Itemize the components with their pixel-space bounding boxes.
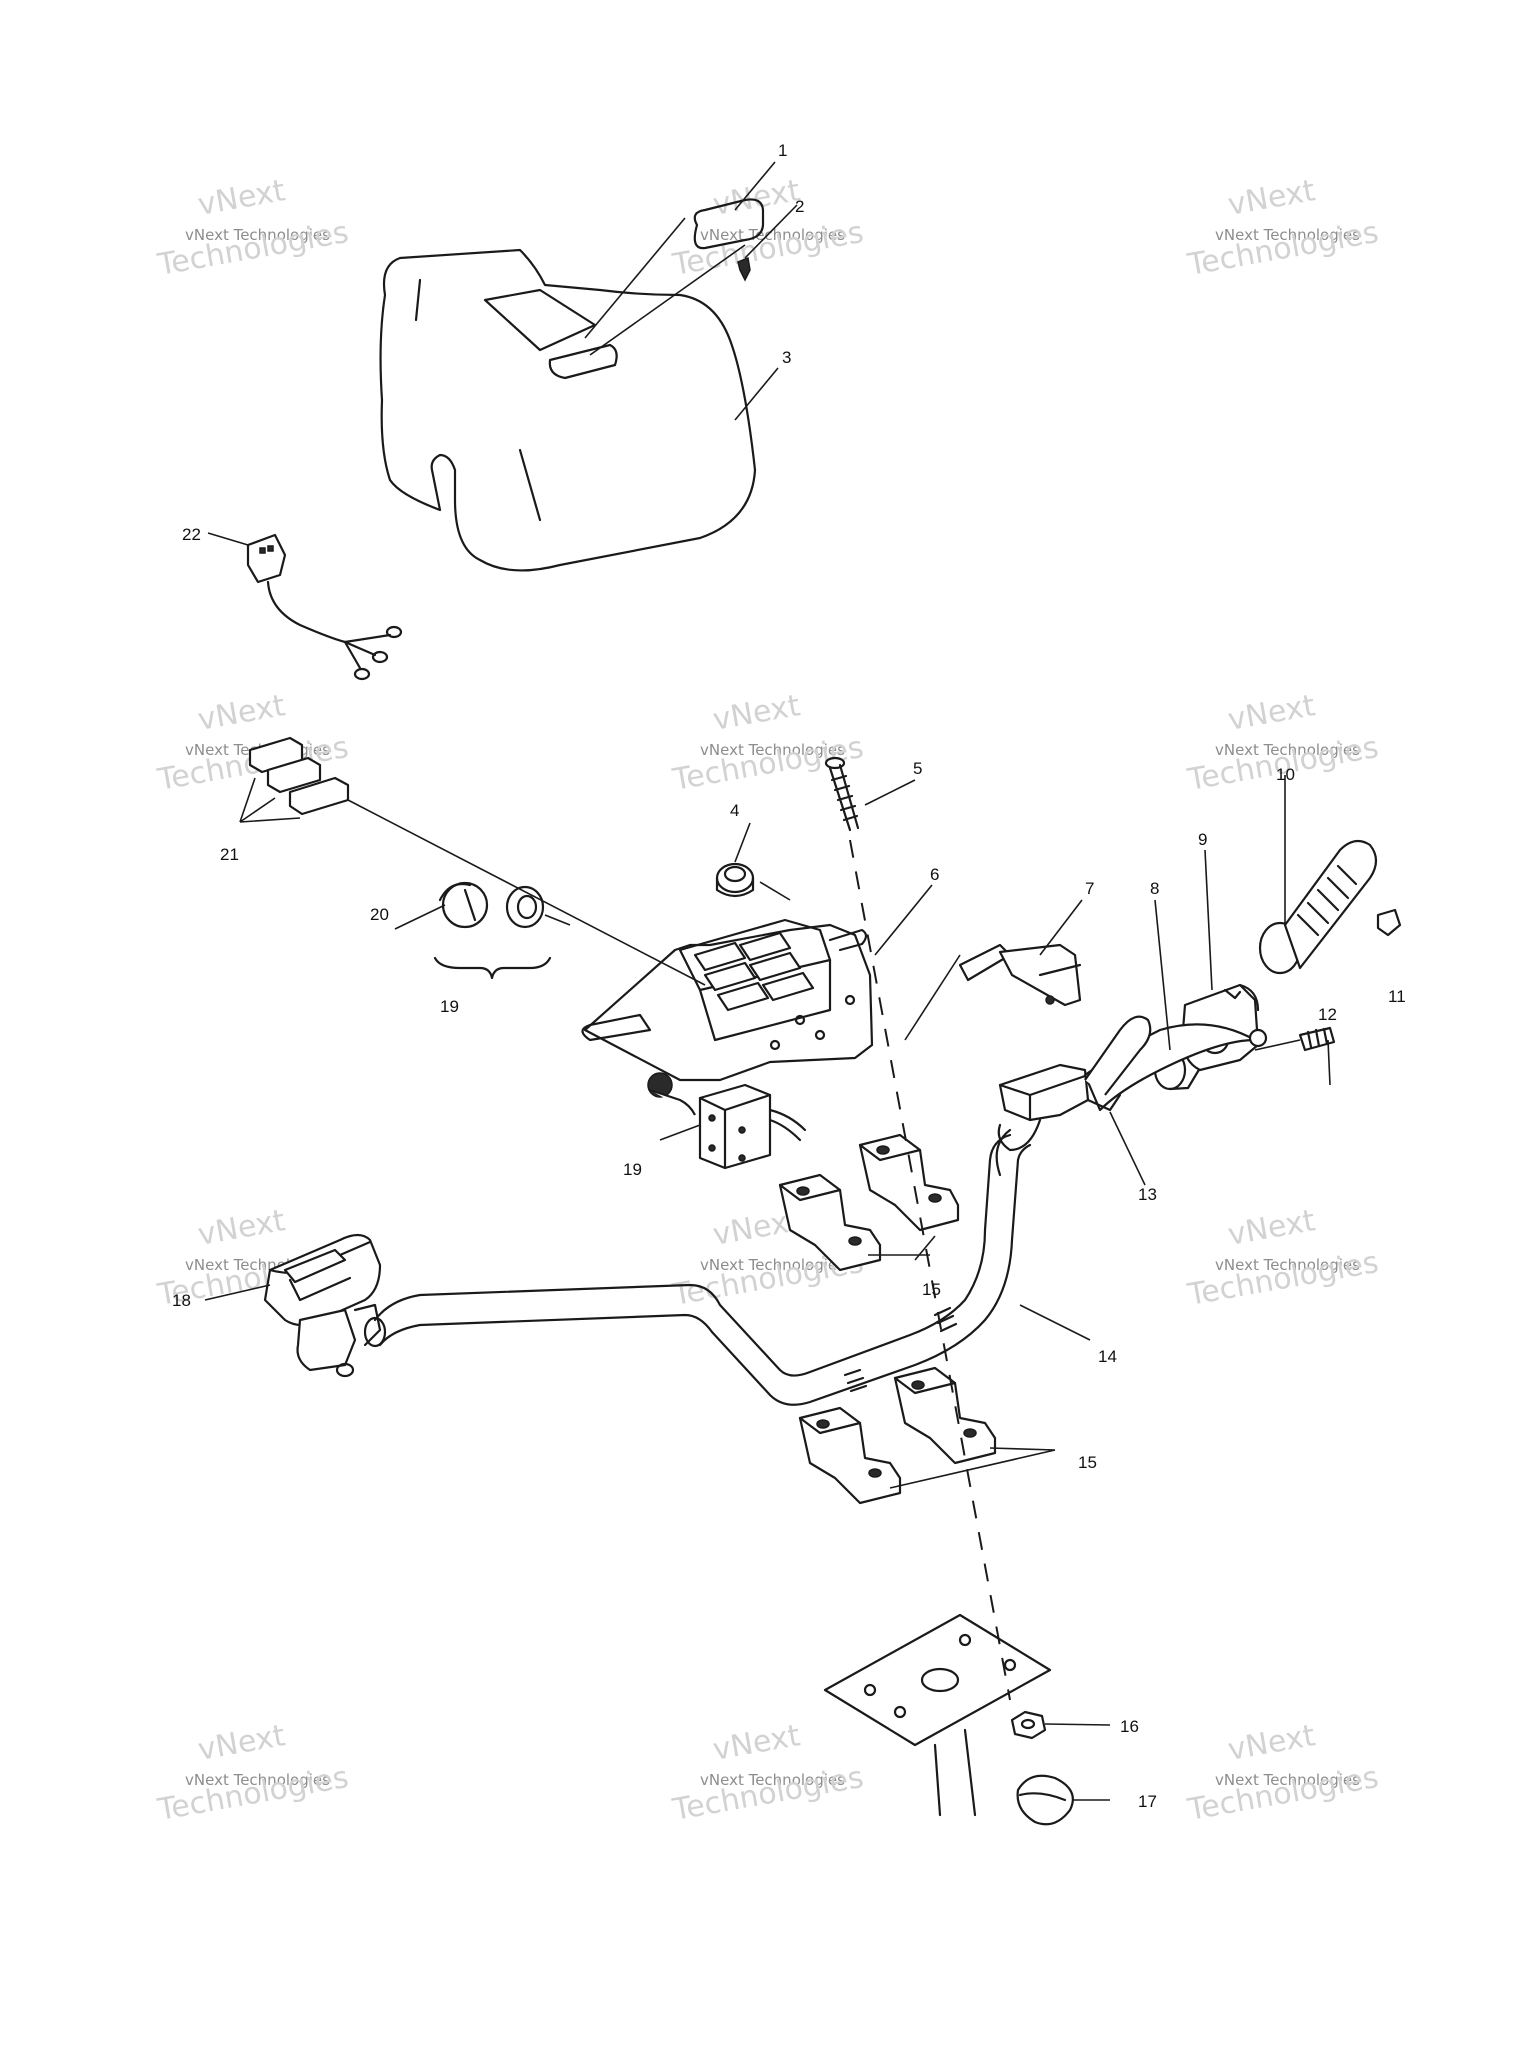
svg-text:vNext Technologies: vNext Technologies [700,741,845,759]
svg-text:vNext: vNext [710,1718,803,1768]
svg-text:vNext Technologies: vNext Technologies [1215,226,1360,244]
callout-21: 21 [220,845,239,864]
callout-3: 3 [782,348,791,367]
callout-1: 1 [778,141,787,160]
callout-8: 8 [1150,879,1159,898]
svg-text:vNext Technologies: vNext Technologies [700,1771,845,1789]
callout-19-lower: 19 [623,1160,642,1179]
callout-22: 22 [182,525,201,544]
svg-text:vNext: vNext [1225,1718,1318,1768]
handlebar-part [363,1133,1032,1406]
watermark: vNext vNext Technologies Technologies [669,1718,866,1828]
callout-6: 6 [930,865,939,884]
svg-text:vNext: vNext [195,1203,288,1253]
callout-18: 18 [172,1291,191,1310]
callout-9: 9 [1198,830,1207,849]
callout-20: 20 [370,905,389,924]
svg-text:vNext Technologies: vNext Technologies [185,1771,330,1789]
handlebar-clamps-upper-part [778,1133,960,1272]
callout-labels: 1 2 3 4 5 6 7 8 9 10 11 12 13 14 15 15 1… [172,141,1406,1811]
svg-text:vNext: vNext [710,688,803,738]
bolt-part [824,756,860,832]
svg-text:vNext: vNext [1225,173,1318,223]
callout-13: 13 [1138,1185,1157,1204]
callout-11: 11 [1388,987,1406,1006]
svg-text:vNext: vNext [195,173,288,223]
watermark: vNext vNext Technologies Technologies [1184,173,1381,283]
decal-part [693,198,765,250]
mounting-plate-part [823,1613,1052,1817]
callout-19-upper: 19 [440,997,459,1016]
console-cover-part [379,248,757,572]
switch-plate-part [581,918,874,1082]
brake-master-cylinder-part [995,1015,1268,1177]
svg-text:vNext Technologies: vNext Technologies [1215,741,1360,759]
watermark: vNext vNext Technologies Technologies [1184,1718,1381,1828]
clip-part [1016,1774,1074,1826]
svg-text:vNext Technologies: vNext Technologies [1215,1771,1360,1789]
watermark: vNext vNext Technologies Technologies [154,173,351,283]
svg-text:vNext: vNext [195,1718,288,1768]
watermark: vNext vNext Technologies Technologies [154,1718,351,1828]
callout-15-lower: 15 [1078,1453,1097,1472]
key-ring-part [505,885,545,929]
callout-2: 2 [795,197,804,216]
svg-text:vNext: vNext [1225,688,1318,738]
ignition-key-part [438,881,489,929]
nut-part [1010,1710,1047,1740]
screw-part [737,256,751,282]
callout-17: 17 [1138,1792,1157,1811]
callout-7: 7 [1085,879,1094,898]
throttle-lever-part [958,943,1082,1007]
svg-text:vNext: vNext [1225,1203,1318,1253]
leader-lines [204,161,1331,1801]
callout-4: 4 [730,801,739,820]
connector-harness-part [246,533,403,681]
watermark: vNext vNext Technologies Technologies [1184,1203,1381,1313]
callout-5: 5 [913,759,922,778]
bracket-19 [433,956,552,980]
svg-text:vNext Technologies: vNext Technologies [700,226,845,244]
svg-text:vNext Technologies: vNext Technologies [185,226,330,244]
svg-text:vNext Technologies: vNext Technologies [700,1256,845,1274]
set-screw-part [1298,1026,1336,1052]
switch-housing-part [263,1233,382,1378]
svg-text:vNext Technologies: vNext Technologies [1215,1256,1360,1274]
svg-text:vNext: vNext [195,688,288,738]
callout-15-upper: 15 [922,1280,941,1299]
handlebar-clamps-lower-part [798,1366,997,1505]
callout-16: 16 [1120,1717,1139,1736]
alignment-dash-line [849,839,1011,1701]
callout-10: 10 [1276,765,1295,784]
switch-buttons-part [248,736,350,816]
end-cap-part [1376,908,1402,937]
callout-14: 14 [1098,1347,1117,1366]
svg-text:vNext: vNext [710,173,803,223]
watermark: vNext vNext Technologies Technologies [669,688,866,798]
washer-part [715,862,755,898]
handgrip-part [1258,839,1378,975]
ignition-switch-part [647,1072,807,1170]
callout-12: 12 [1318,1005,1337,1024]
watermark: vNext vNext Technologies Technologies [669,173,866,283]
